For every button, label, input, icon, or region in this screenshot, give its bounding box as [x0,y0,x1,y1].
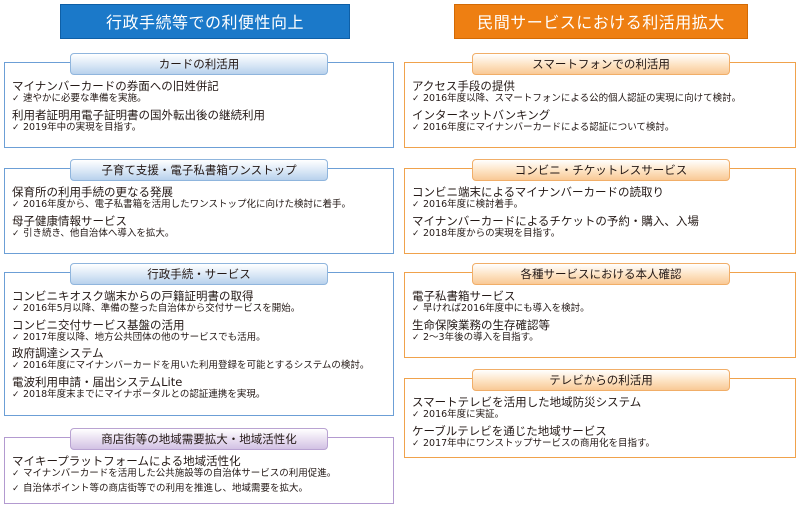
check-icon: ✓ [12,469,20,479]
item-detail: ✓早ければ2016年度中にも導入を検討。 [412,303,590,314]
left-column-header: 行政手続等での利便性向上 [60,4,350,39]
section-title-identity-verification: 各種サービスにおける本人確認 [472,263,730,285]
item-title: マイキープラットフォームによる地域活性化 [12,454,241,468]
check-icon: ✓ [12,304,20,314]
item-detail: ✓2017年度以降、地方公共団体の他のサービスでも活用。 [12,331,266,343]
section-box-convenience-ticketless: コンビニ端末によるマイナンバーカードの読取り ✓2016年度に検討着手。 マイナ… [404,168,796,254]
item-title: 利用者証明用電子証明書の国外転出後の継続利用 [12,107,265,122]
item-detail: ✓2016年度に実証。 [412,409,505,420]
item-detail: ✓2016年5月以降、準備の整った自治体から交付サービスを開始。 [12,303,301,314]
item-detail: ✓2016年度にマイナンバーカードを用いた利用登録を可能とするシステムの検討。 [12,360,370,371]
right-column-header: 民間サービスにおける利活用拡大 [454,4,748,39]
section-box-regional-revitalization: マイキープラットフォームによる地域活性化 ✓マイナンバーカードを活用した公共施設… [4,437,394,504]
section-title-card-usage: カードの利活用 [70,53,328,75]
check-icon: ✓ [412,228,420,239]
item-detail: ✓2018年度末までにマイナポータルとの認証連携を実現。 [12,388,266,400]
check-icon: ✓ [12,200,20,210]
item-title: 生命保険業務の生存確認等 [412,317,550,332]
item-title: 母子健康情報サービス [12,213,127,228]
item-title: 電子私書箱サービス [412,289,516,303]
item-detail: ✓2017年中にワンストップサービスの商用化を目指す。 [412,437,656,449]
item-title: 保育所の利用手続の更なる発展 [12,185,173,199]
section-title-regional-revitalization: 商店街等の地域需要拡大・地域活性化 [70,428,328,450]
item-detail: ✓2016年度以降、スマートフォンによる公的個人認証の実現に向けて検討。 [412,93,742,104]
check-icon: ✓ [412,200,420,210]
section-title-admin-procedures: 行政手続・サービス [70,263,328,285]
item-title: アクセス手段の提供 [412,79,515,93]
item-title: コンビニ端末によるマイナンバーカードの読取り [412,185,664,199]
item-detail: ✓引き続き、他自治体へ導入を拡大。 [12,227,175,239]
check-icon: ✓ [412,94,420,104]
section-box-smartphone: アクセス手段の提供 ✓2016年度以降、スマートフォンによる公的個人認証の実現に… [404,62,796,148]
section-box-identity-verification: 電子私書箱サービス ✓早ければ2016年度中にも導入を検討。 生命保険業務の生存… [404,272,796,358]
item-title: スマートテレビを活用した地域防災システム [412,395,642,409]
item-detail: ✓2019年中の実現を目指す。 [12,121,142,133]
item-title: 政府調達システム [12,346,104,360]
check-icon: ✓ [412,332,420,343]
item-detail: ✓2016年度にマイナンバーカードによる認証について検討。 [412,121,675,133]
section-box-card-usage: マイナンバーカードの券面への旧姓併記 ✓速やかに必要な準備を実施。 利用者証明用… [4,62,394,148]
item-detail: ✓2016年度から、電子私書箱を活用したワンストップ化に向けた検討に着手。 [12,199,351,210]
check-icon: ✓ [412,410,420,420]
check-icon: ✓ [12,361,20,371]
item-title: 電波利用申請・届出システムLite [12,374,183,389]
item-detail: ✓自治体ポイント等の商店街等での利用を推進し、地域需要を拡大。 [12,482,309,494]
item-detail: ✓マイナンバーカードを活用した公共施設等の自治体サービスの利用促進。 [12,468,337,479]
check-icon: ✓ [12,122,20,133]
check-icon: ✓ [412,304,420,314]
item-detail: ✓2016年度に検討着手。 [412,199,524,210]
section-title-convenience-ticketless: コンビニ・チケットレスサービス [472,159,730,181]
item-title: マイナンバーカードの券面への旧姓併記 [12,79,219,93]
section-title-smartphone: スマートフォンでの利活用 [472,53,730,75]
item-detail: ✓2018年度からの実現を目指す。 [412,227,561,239]
check-icon: ✓ [12,332,20,343]
check-icon: ✓ [12,389,20,400]
check-icon: ✓ [12,94,20,104]
section-box-admin-procedures: コンビニキオスク端末からの戸籍証明書の取得 ✓2016年5月以降、準備の整った自… [4,272,394,416]
check-icon: ✓ [12,228,20,239]
section-box-childcare: 保育所の利用手続の更なる発展 ✓2016年度から、電子私書箱を活用したワンストッ… [4,168,394,254]
item-detail: ✓速やかに必要な準備を実施。 [12,93,147,104]
item-title: コンビニキオスク端末からの戸籍証明書の取得 [12,289,254,303]
item-title: マイナンバーカードによるチケットの予約・購入、入場 [412,213,699,228]
section-box-tv-usage: スマートテレビを活用した地域防災システム ✓2016年度に実証。 ケーブルテレビ… [404,378,796,458]
check-icon: ✓ [12,483,20,494]
item-title: コンビニ交付サービス基盤の活用 [12,317,185,332]
check-icon: ✓ [412,122,420,133]
item-title: インターネットバンキング [412,107,551,122]
check-icon: ✓ [412,438,420,449]
item-title: ケーブルテレビを通じた地域サービス [412,423,607,438]
section-title-tv-usage: テレビからの利活用 [472,369,730,391]
section-title-childcare: 子育て支援・電子私書箱ワンストップ [70,159,328,181]
item-detail: ✓2～3年後の導入を目指す。 [412,331,539,343]
